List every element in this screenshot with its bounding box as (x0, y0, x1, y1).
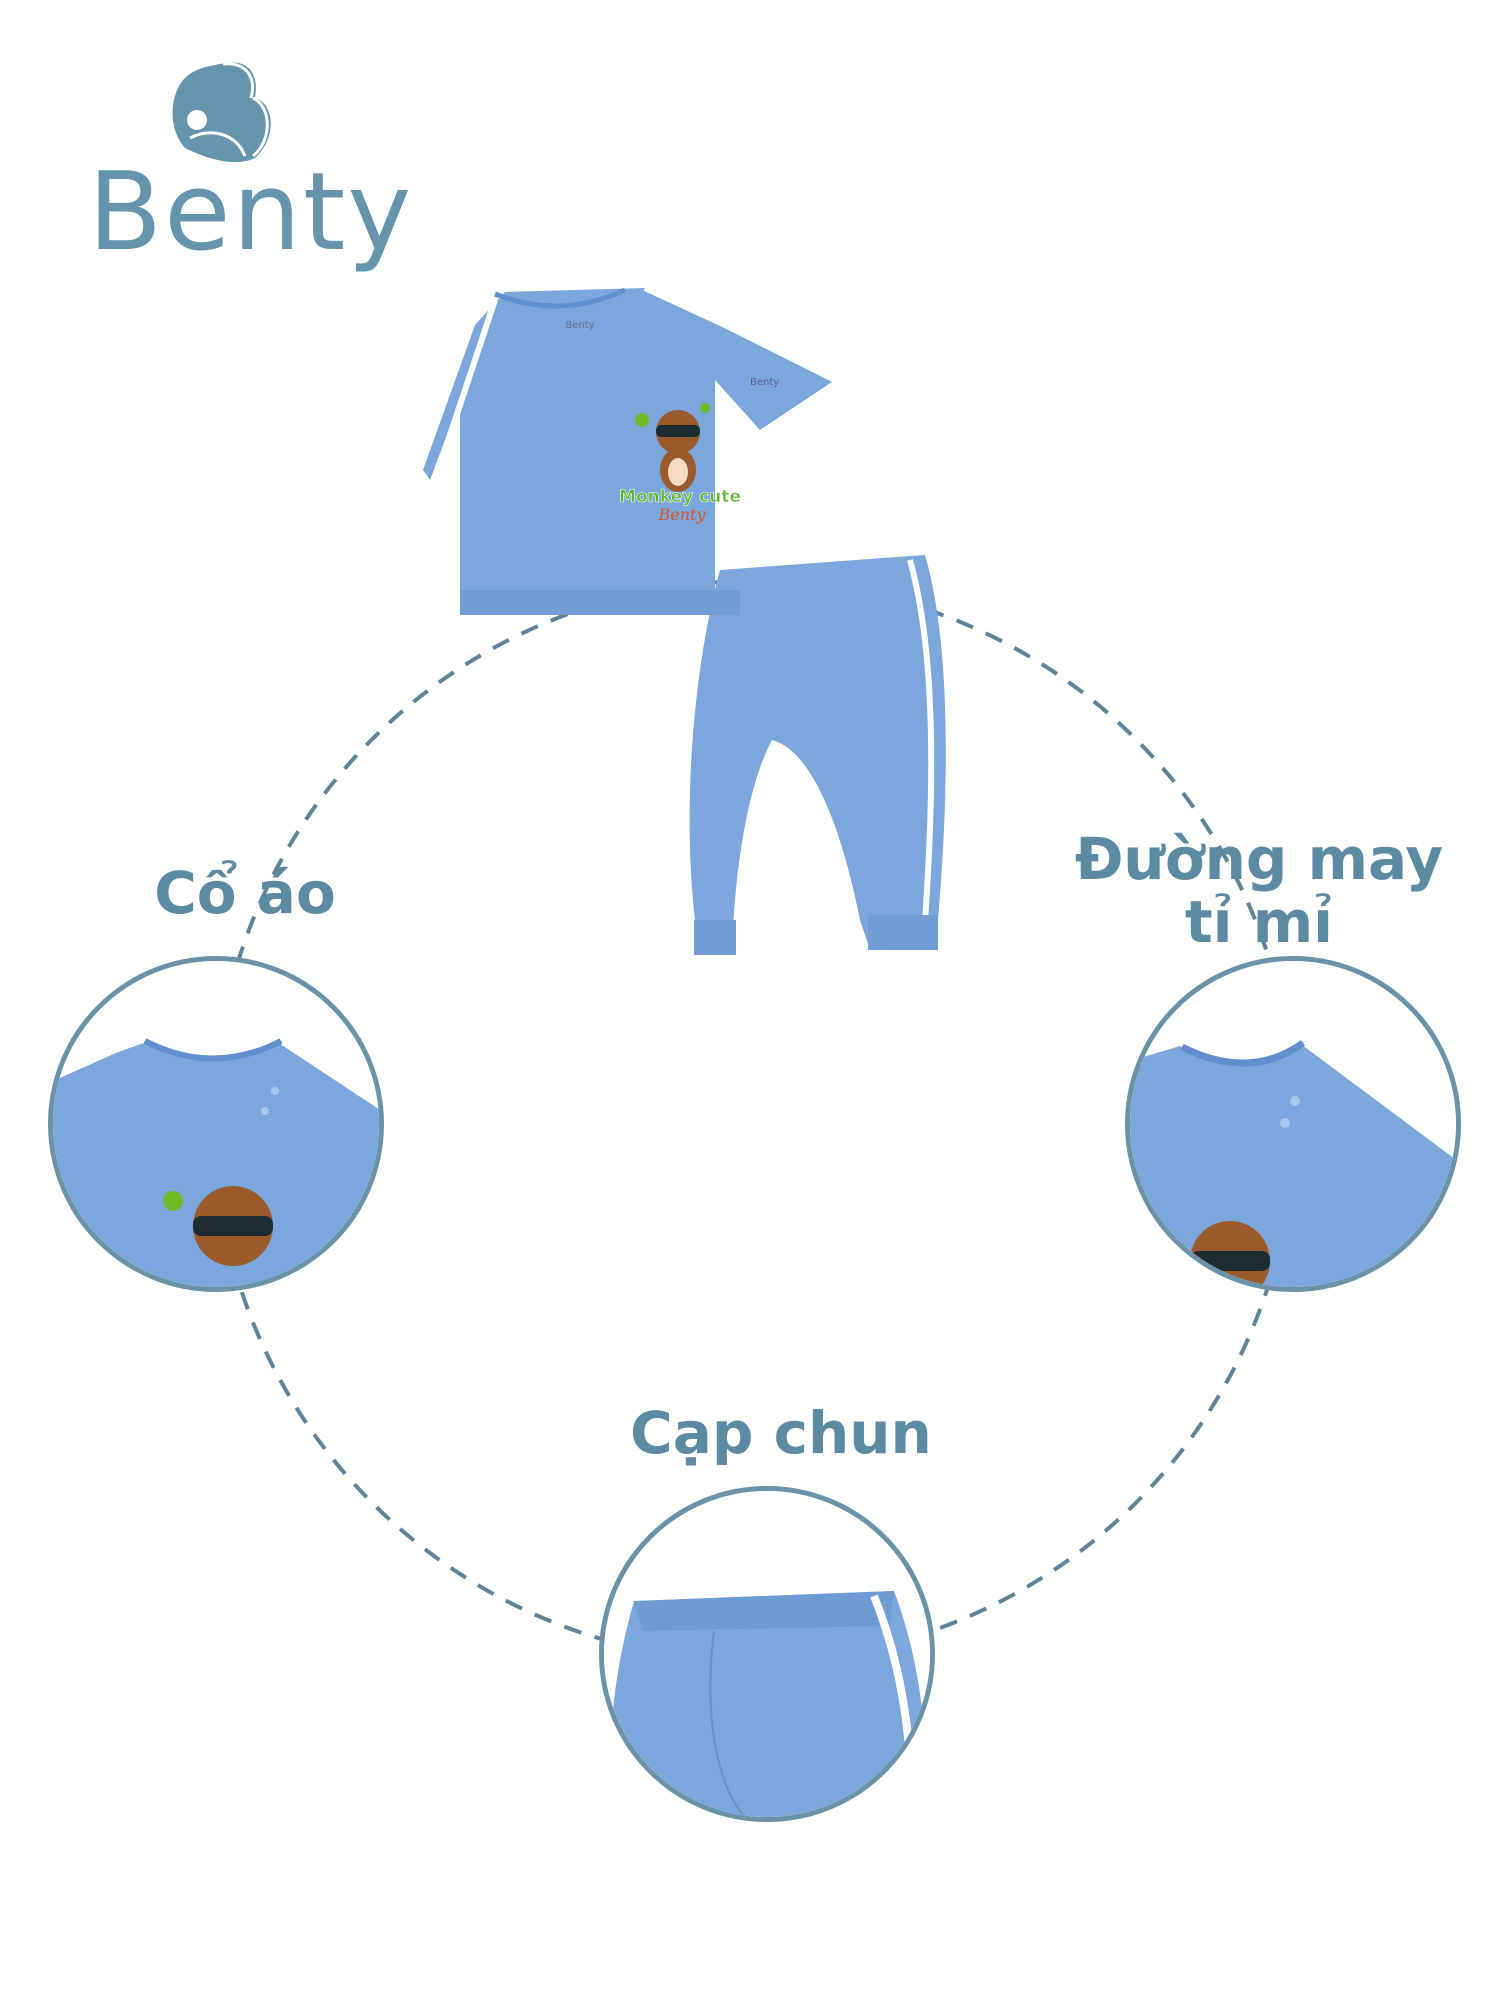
chest-logo: Benty (750, 377, 779, 388)
waistband-detail-image (599, 1486, 935, 1822)
neck-tag: Benty (565, 320, 594, 331)
feature-label-stitching-line1: Đường may (1074, 825, 1444, 893)
feature-label-waistband: Cạp chun (630, 1399, 932, 1467)
collar-detail-image (48, 956, 384, 1292)
feature-label-stitching-line2: tỉ mỉ (1184, 888, 1334, 956)
monkey-print-icon (635, 403, 710, 492)
print-title: Monkey cute (619, 487, 741, 507)
logo-mark-icon (172, 62, 271, 163)
pants-image (689, 555, 946, 955)
logo-text: Benty (88, 150, 414, 275)
shirt-image: Benty Benty Monkey cute Benty (423, 285, 837, 615)
stitching-detail-image (1125, 956, 1461, 1292)
product-image: Benty Benty Monkey cute Benty (423, 285, 946, 955)
feature-label-collar: Cổ áo (154, 859, 336, 927)
print-subtitle: Benty (658, 505, 707, 524)
